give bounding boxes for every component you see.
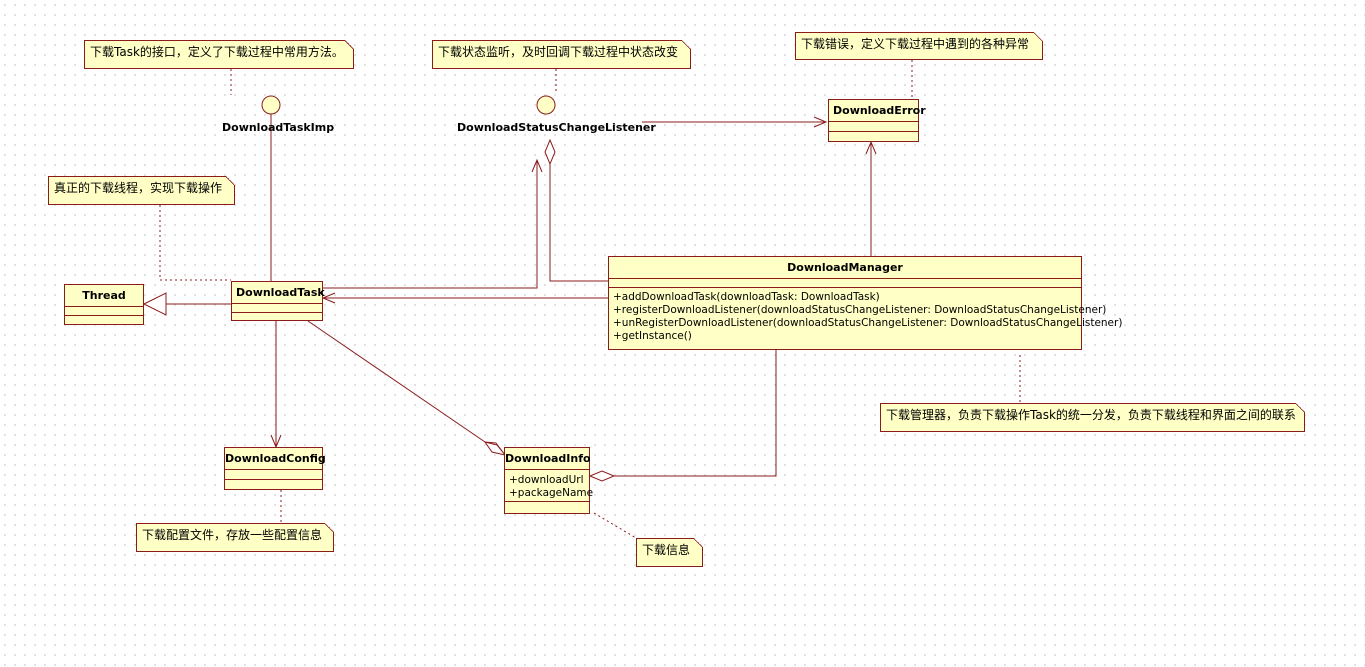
dependency-manager-task-head (321, 292, 336, 304)
aggregation-task-info (307, 320, 486, 443)
download-manager-name: DownloadManager (609, 257, 1081, 279)
op-register-download-listener: +registerDownloadListener(downloadStatus… (613, 304, 1107, 316)
note-config[interactable]: 下载配置文件，存放一些配置信息 (136, 523, 334, 552)
download-manager-class[interactable]: DownloadManager +addDownloadTask(downloa… (608, 256, 1123, 350)
dependency-listener-error-head (813, 116, 828, 128)
dependency-manager-error-head (865, 140, 877, 155)
download-error-name: DownloadError (829, 100, 926, 122)
aggregation-diamond-task-info-outline (483, 441, 507, 456)
note-info[interactable]: 下载信息 (636, 538, 703, 567)
attr-package-name: +packageName (509, 487, 594, 499)
aggregation-manager-listener (549, 164, 608, 282)
aggregation-manager-info (614, 350, 777, 477)
download-info-class[interactable]: DownloadInfo +downloadUrl +packageName (504, 447, 594, 514)
download-task-imp-lollipop (261, 95, 281, 115)
op-add-download-task: +addDownloadTask(downloadTask: DownloadT… (613, 291, 880, 303)
download-error-class[interactable]: DownloadError (828, 99, 926, 142)
download-config-class[interactable]: DownloadConfig (224, 447, 326, 490)
aggregation-diamond-listener (544, 138, 556, 166)
download-task-name: DownloadTask (232, 282, 325, 304)
status-listener-lollipop (536, 95, 556, 115)
status-listener-label: DownloadStatusChangeListener (457, 121, 656, 134)
thread-class[interactable]: Thread (64, 284, 144, 325)
thread-name: Thread (65, 285, 143, 307)
note-link-thread (159, 205, 231, 281)
note-manager[interactable]: 下载管理器，负责下载操作Task的统一分发，负责下载线程和界面之间的联系 (880, 403, 1305, 432)
note-thread[interactable]: 真正的下载线程，实现下载操作 (48, 176, 235, 205)
op-get-instance: +getInstance() (613, 330, 692, 342)
dependency-task-listener (323, 160, 538, 289)
note-task-interface[interactable]: 下载Task的接口，定义了下载过程中常用方法。 (84, 40, 354, 69)
note-error[interactable]: 下载错误，定义下载过程中遇到的各种异常 (795, 32, 1043, 60)
generalization-arrowhead (142, 292, 167, 316)
download-info-name: DownloadInfo (505, 448, 591, 470)
download-task-class[interactable]: DownloadTask (231, 281, 325, 321)
aggregation-diamond-manager-info (588, 470, 616, 482)
op-unregister-download-listener: +unRegisterDownloadListener(downloadStat… (613, 317, 1123, 329)
download-config-name: DownloadConfig (225, 448, 326, 470)
download-task-imp-label: DownloadTaskImp (222, 121, 335, 134)
attr-download-url: +downloadUrl (509, 474, 584, 486)
note-status-listener[interactable]: 下载状态监听，及时回调下载过程中状态改变 (432, 40, 691, 69)
note-link-info (593, 512, 637, 539)
dependency-task-listener-head (531, 158, 543, 173)
